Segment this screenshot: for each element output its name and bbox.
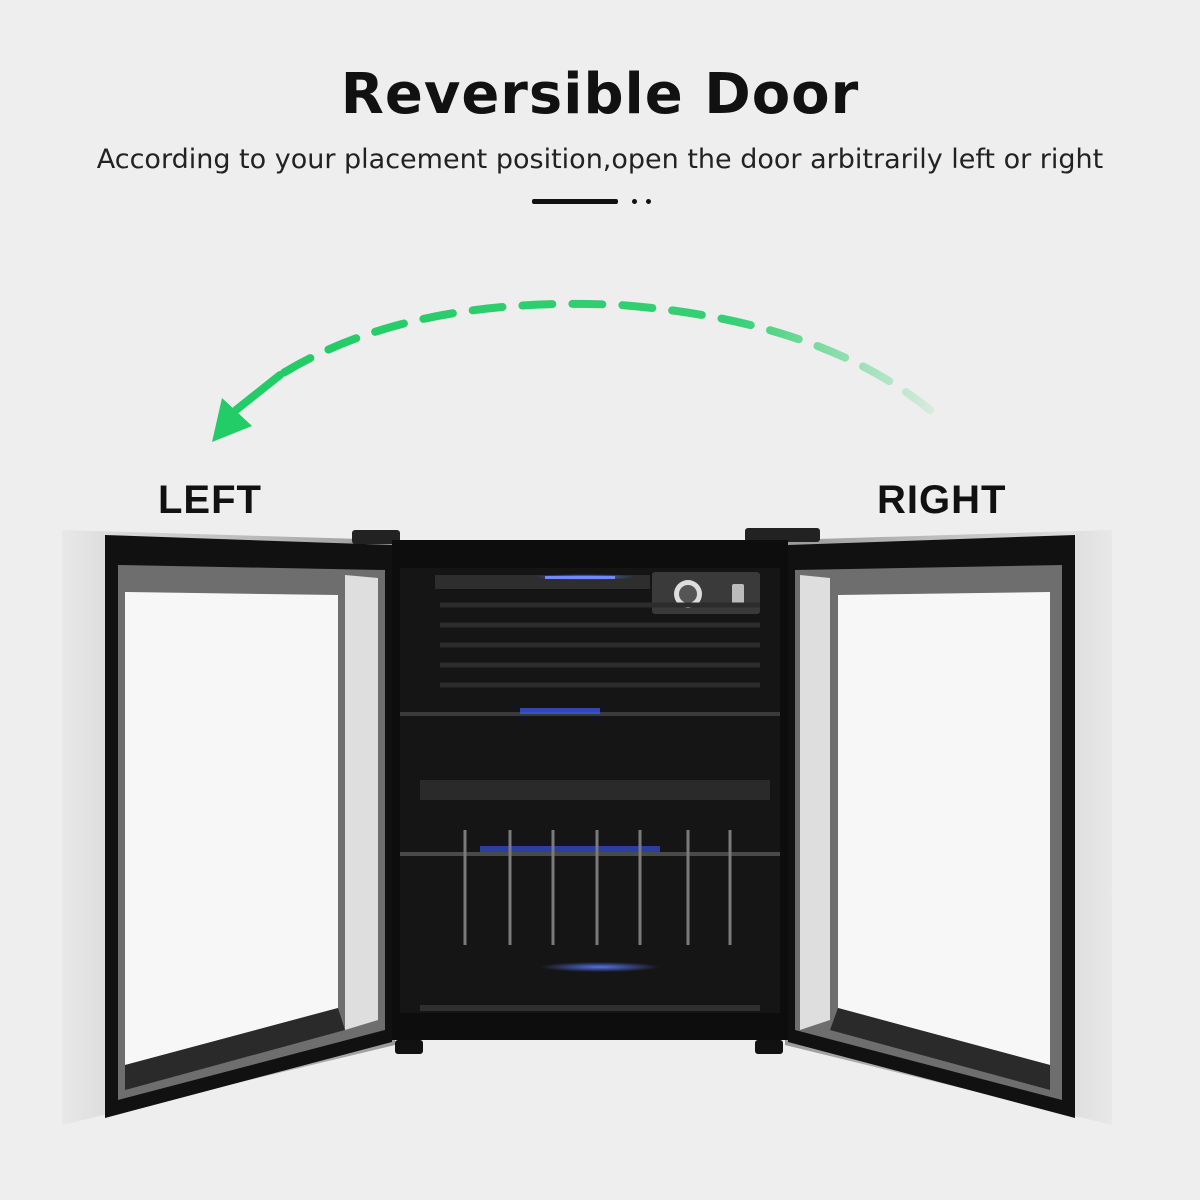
light-switch-icon [732,584,744,604]
title-divider [532,196,662,206]
page-title: Reversible Door [340,62,860,127]
right-door [785,530,1112,1125]
fridge-cabinet [392,540,788,1054]
left-door [62,530,395,1125]
label-left: LEFT [158,478,262,522]
label-right: RIGHT [877,478,1007,522]
page-subtitle: According to your placement position,ope… [96,144,1104,175]
